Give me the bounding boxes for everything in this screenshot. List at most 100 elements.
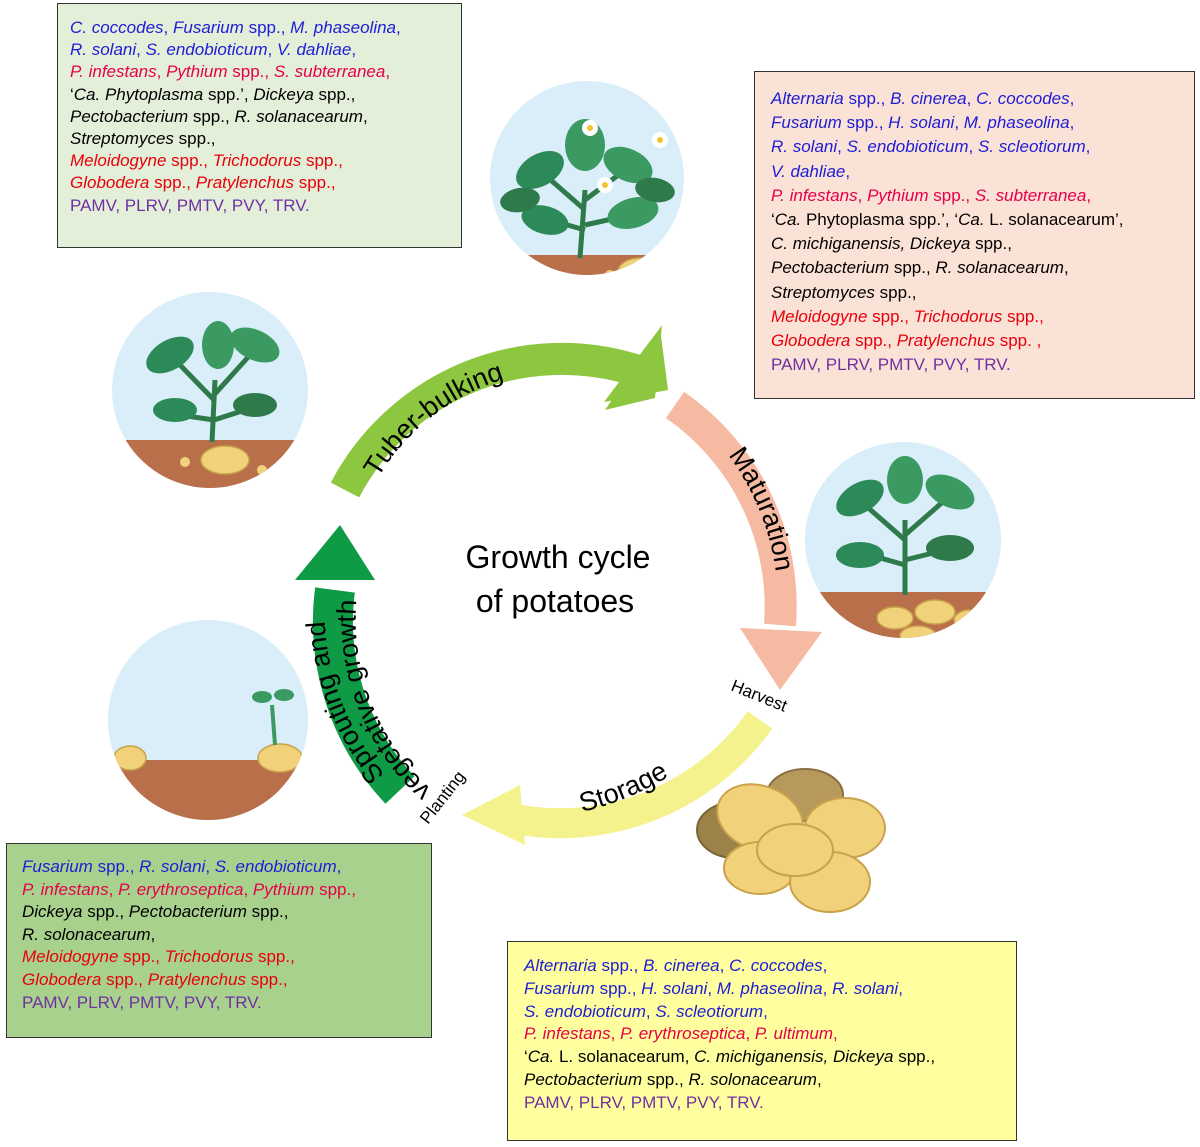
pathogen-text: , (822, 956, 828, 975)
pathogen-text: Trichodorus (164, 947, 254, 967)
pathogen-text: Fusarium (771, 113, 842, 133)
pathogen-text: spp., (850, 331, 897, 351)
pathogen-text: spp., (928, 185, 975, 205)
pathogen-text: spp., (841, 113, 889, 133)
pathogen-line: Alternaria spp., B. cinerea, C. coccodes… (771, 87, 1178, 111)
pathogen-text: R. solani (139, 857, 206, 876)
pathogen-text: V. dahliae (276, 40, 352, 60)
pathogen-text: Streptomyces (70, 129, 174, 149)
pathogen-text: PAMV, PLRV, PMTV, PVY, TRV. (22, 992, 262, 1012)
pathogen-text: M. phaseolina (290, 18, 397, 37)
pathogen-text: P. infestans (524, 1024, 611, 1044)
pathogen-line: Fusarium spp., R. solani, S. endobioticu… (22, 856, 416, 879)
pathogen-line: P. infestans, P. erythroseptica, P. ulti… (524, 1023, 1000, 1046)
pathogen-box-storage: Alternaria spp., B. cinerea, C. coccodes… (507, 941, 1017, 1141)
pathogen-line: R. solani, S. endobioticum, S. scleotior… (771, 135, 1178, 159)
pathogen-line: V. dahliae, (771, 160, 1178, 184)
pathogen-text: spp., (92, 857, 140, 876)
pathogen-text: , (1069, 113, 1075, 133)
pathogen-text: B. cinerea (643, 956, 720, 975)
pathogen-text: spp., (166, 151, 213, 171)
pathogen-text: , (1069, 89, 1075, 108)
pathogen-text: P. infestans (70, 62, 157, 82)
pathogen-line: R. solani, S. endobioticum, V. dahliae, (70, 39, 449, 61)
pathogen-text: V. dahliae (771, 161, 846, 181)
pathogen-text: PAMV, PLRV, PMTV, PVY, TRV. (771, 355, 1011, 375)
pathogen-text: spp., (867, 306, 914, 326)
pathogen-text: Phytoplasma spp.’, ‘ (801, 210, 959, 230)
pathogen-text: spp., (243, 18, 291, 37)
pathogen-text: Trichodorus (913, 306, 1003, 326)
pathogen-text: spp., (301, 151, 343, 171)
pathogen-line: C. coccodes, Fusarium spp., M. phaseolin… (70, 17, 449, 39)
pathogen-text: Globodera (22, 969, 102, 989)
pathogen-line: ‘Ca. L. solanacearum, C. michiganensis, … (524, 1046, 1000, 1069)
sprouting-tuber-illustration (108, 620, 308, 820)
pathogen-line: PAMV, PLRV, PMTV, PVY, TRV. (70, 195, 449, 217)
pathogen-text: spp., (594, 978, 642, 998)
pathogen-text: , (610, 1024, 621, 1044)
pathogen-line: Alternaria spp., B. cinerea, C. coccodes… (524, 955, 1000, 978)
pathogen-line: ‘Ca. Phytoplasma spp.’, Dickeya spp., (70, 84, 449, 106)
pathogen-text: R. solanacearum (935, 258, 1064, 278)
pathogen-text: Ca. (774, 210, 802, 230)
pathogen-text: , (1063, 258, 1069, 278)
pathogen-text: , (243, 879, 253, 899)
pathogen-text: spp., (227, 62, 274, 82)
pathogen-line: C. michiganensis, Dickeya spp., (771, 232, 1178, 256)
maturation-arrow (665, 391, 822, 690)
pathogen-text: , (205, 857, 215, 876)
pathogen-text: , (163, 18, 173, 37)
pathogen-text: spp., (101, 969, 148, 989)
pathogen-text: spp., (314, 879, 356, 899)
pathogen-text: , (385, 62, 391, 82)
storage-arrow (462, 711, 773, 845)
pathogen-text: , (108, 879, 119, 899)
pathogen-text: Pectobacterium (524, 1069, 643, 1089)
pathogen-text: C. coccodes (976, 89, 1070, 108)
pathogen-text: L. solanacearum, (554, 1047, 695, 1067)
pathogen-line: Globodera spp., Pratylenchus spp., (22, 969, 416, 992)
pathogen-text: spp., (253, 947, 295, 967)
pathogen-text: spp. , (994, 331, 1042, 351)
pathogen-text: , (968, 137, 978, 157)
pathogen-line: S. endobioticum, S. scleotiorum, (524, 1001, 1000, 1024)
pathogen-text: P. infestans (771, 185, 858, 205)
pathogen-text: spp., (118, 947, 165, 967)
pathogen-line: R. solonacearum, (22, 924, 416, 947)
pathogen-line: Fusarium spp., H. solani, M. phaseolina, (771, 111, 1178, 135)
pathogen-text: Fusarium (524, 978, 595, 998)
pathogen-text: , (719, 956, 730, 975)
pathogen-text: Pratylenchus (896, 331, 995, 351)
pathogen-text: , (837, 137, 847, 157)
pathogen-text: , (645, 1001, 656, 1021)
pathogen-text: S. endobioticum (145, 40, 268, 60)
pathogen-text: R. solani (832, 978, 899, 998)
pathogen-text: , (1085, 137, 1091, 157)
pathogen-text: S. endobioticum (524, 1001, 646, 1021)
pathogen-text: spp., (173, 129, 216, 149)
pathogen-text: spp., (874, 282, 917, 302)
young-potato-plant-illustration (112, 292, 308, 488)
pathogen-text: P. ultimum (754, 1024, 834, 1044)
pathogen-text: S. scleotiorum (655, 1001, 764, 1021)
harvested-potatoes-illustration (696, 768, 886, 913)
pathogen-text: H. solani (641, 978, 708, 998)
pathogen-line: Meloidogyne spp., Trichodorus spp., (771, 305, 1178, 329)
pathogen-text: , (816, 1069, 822, 1089)
pathogen-text: , (396, 18, 401, 37)
pathogen-text: spp., (246, 902, 289, 922)
pathogen-text: P. infestans (22, 879, 109, 899)
pathogen-text: spp., (642, 1069, 689, 1089)
pathogen-text: Pythium (252, 879, 315, 899)
pathogen-text: C. coccodes (70, 18, 164, 37)
pathogen-text: B. cinerea (890, 89, 967, 108)
pathogen-text: Meloidogyne (70, 151, 167, 171)
diagram-title-line2: of potatoes (476, 583, 634, 619)
pathogen-text: C. coccodes (729, 956, 823, 975)
pathogen-line: Streptomyces spp., (70, 128, 449, 150)
pathogen-text: C. michiganensis, Dickeya (694, 1047, 894, 1067)
pathogen-text: Dickeya (22, 902, 83, 922)
pathogen-text: , (833, 1024, 838, 1044)
pathogen-text: Streptomyces (771, 282, 875, 302)
